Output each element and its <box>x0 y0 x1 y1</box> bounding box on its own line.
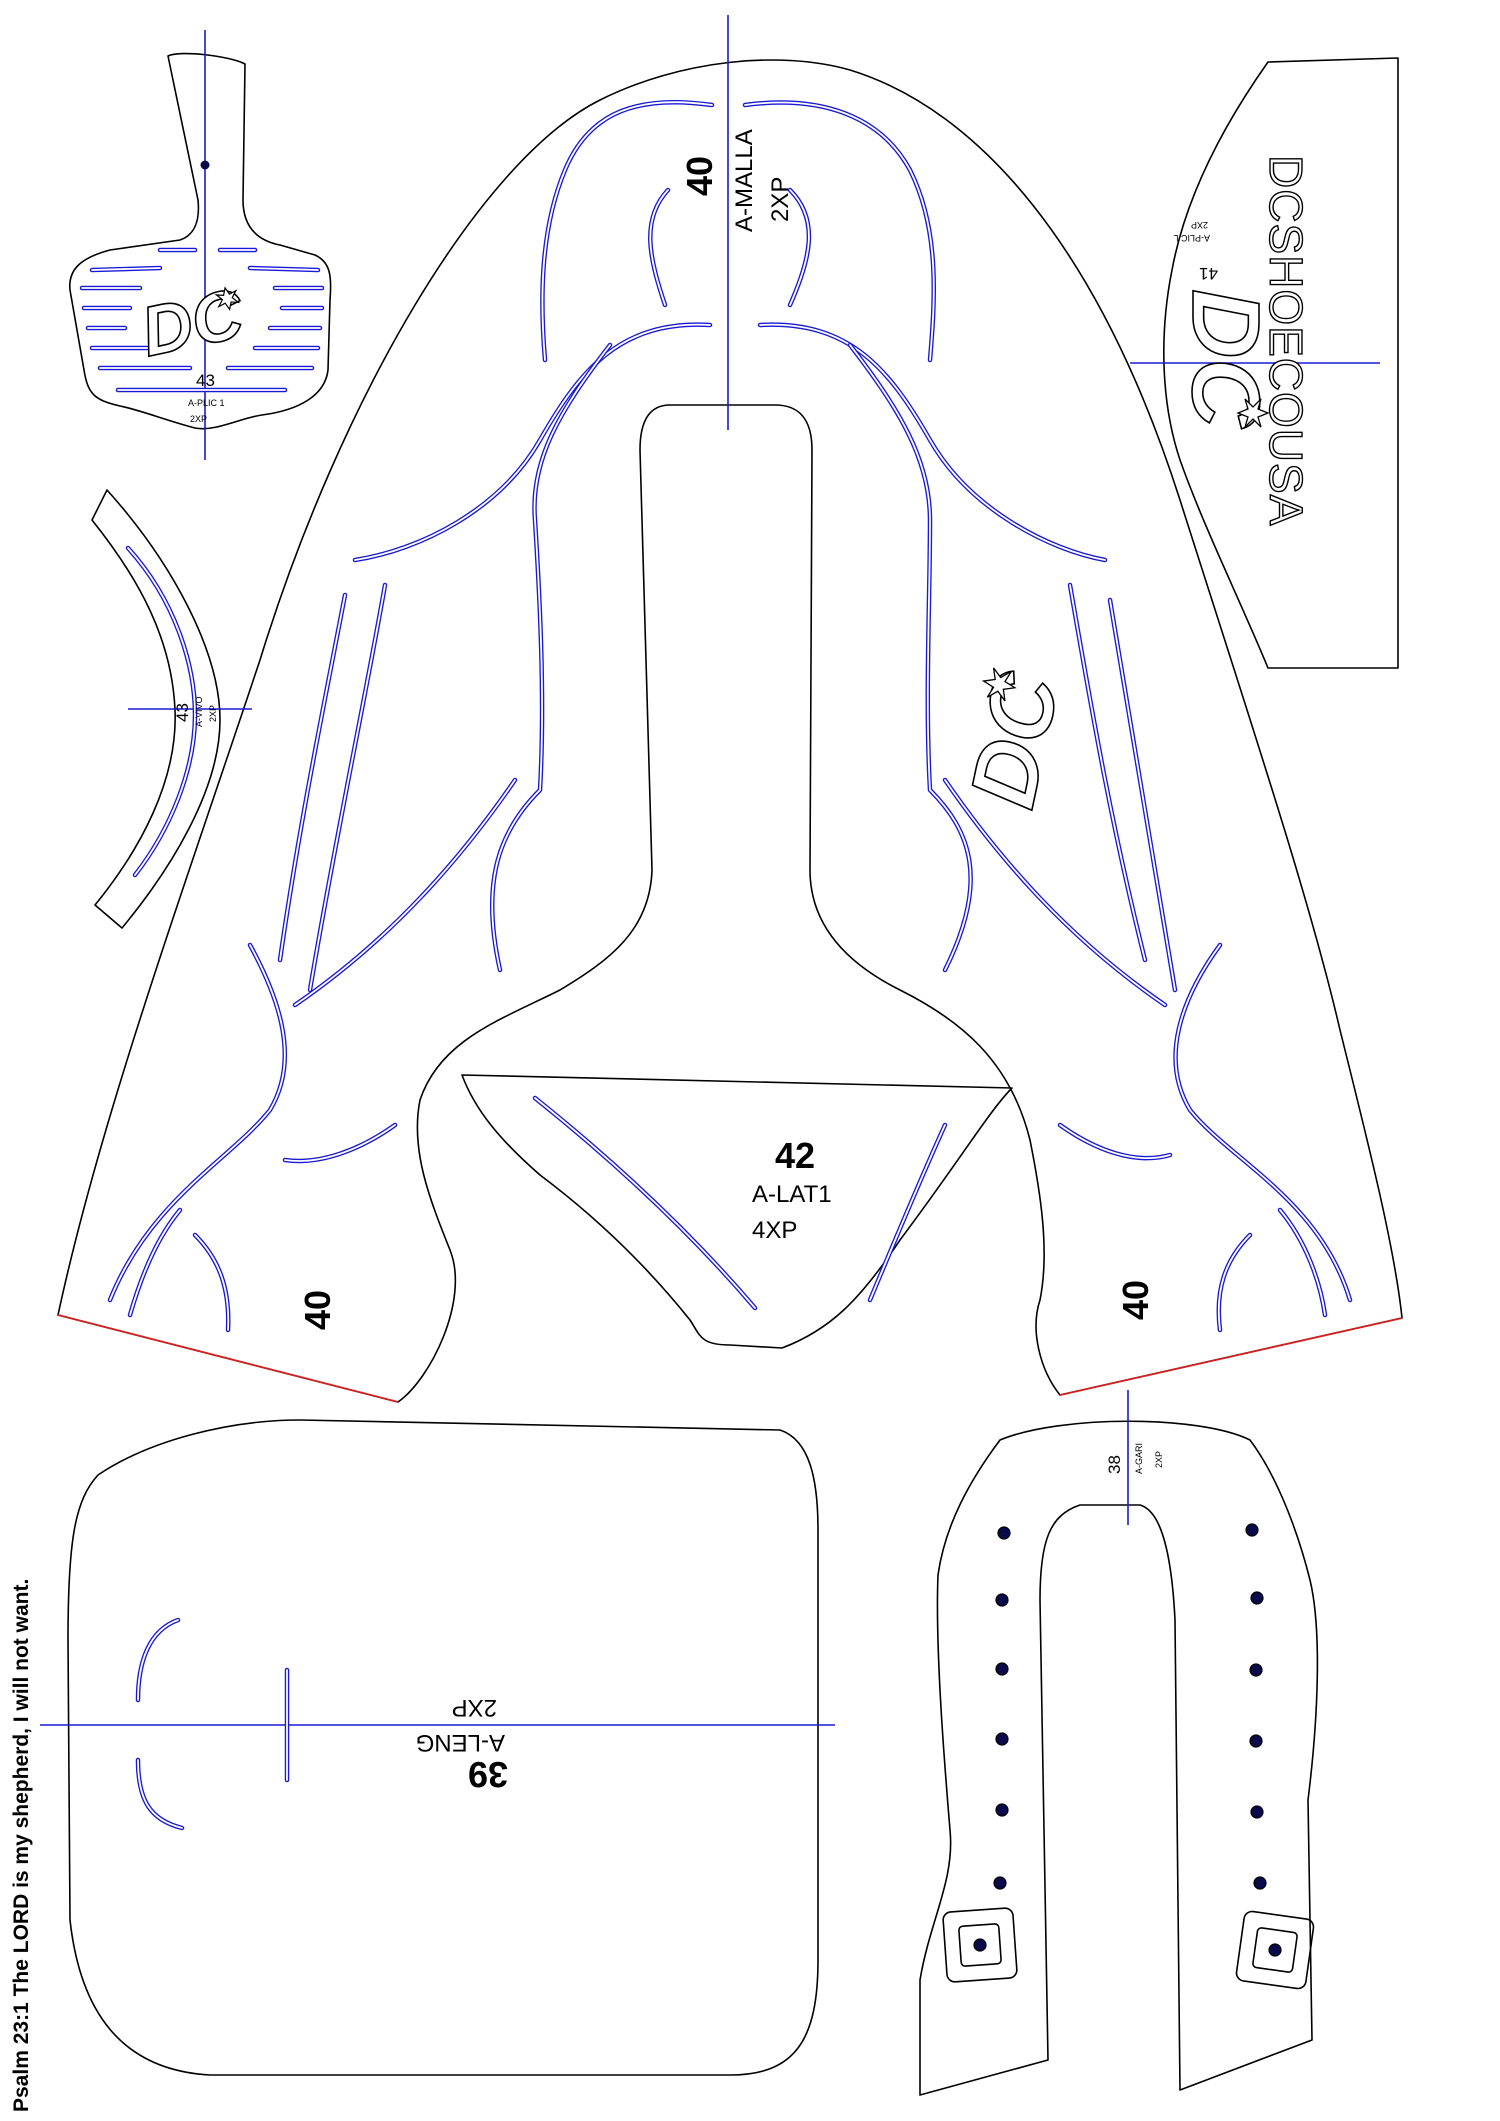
vamp-lasting-edge-right <box>1059 1317 1403 1396</box>
stitch-line <box>489 342 613 973</box>
vamp-outline <box>57 59 1403 1403</box>
star-burst-icon <box>214 286 241 311</box>
stitch-line <box>1067 582 1148 963</box>
lateral-outline <box>461 1074 1013 1349</box>
heel-panel-number-label: 41 <box>1199 264 1218 283</box>
stitch-line <box>787 187 812 308</box>
dc-logo: DC <box>950 663 1079 817</box>
eyelet-hole <box>995 1593 1009 1607</box>
heel-panel-name-label: A-PLIC L <box>1173 233 1210 243</box>
tongue-top-name-label: A-PLIC 1 <box>188 398 225 408</box>
lateral-piece: 42 A-LAT1 4XP <box>461 1074 1013 1349</box>
eyelet-hole <box>1250 1591 1264 1605</box>
stitch-line <box>942 777 1168 1008</box>
vamp-name-label: A-MALLA <box>731 129 758 232</box>
stitch-line <box>125 545 198 878</box>
stitch-line <box>352 322 713 563</box>
stitch-line <box>282 1122 398 1164</box>
eyelet-hole <box>993 1876 1007 1890</box>
lateral-name-label: A-LAT1 <box>752 1181 832 1208</box>
heel-panel-piece: DCSHOECOUSA 41 A-PLIC L 2XP DC <box>1130 57 1399 669</box>
tongue-top-number-label: 43 <box>196 371 215 390</box>
verse-caption: Psalm 23:1 The LORD is my shepherd, I wi… <box>10 1579 33 2112</box>
stitch-line <box>1216 1232 1253 1333</box>
eyelet-hole <box>1268 1943 1282 1957</box>
vamp-lasting-edge-left <box>57 1314 399 1403</box>
stitch-line <box>867 1122 948 1303</box>
eyestay-number-label: 38 <box>1105 1455 1124 1474</box>
vamp-stitch-lines <box>107 99 1353 1333</box>
heel-panel-outline <box>1163 57 1399 669</box>
eyelet-hole <box>997 1526 1011 1540</box>
stitch-line <box>107 942 288 1303</box>
stitch-line <box>847 342 973 973</box>
collar-strip-name-label: A-VIVO <box>194 696 204 727</box>
lace-loop-right <box>1235 1910 1315 1990</box>
lace-loop-left <box>942 1907 1018 1983</box>
tongue-top-outline <box>69 52 332 430</box>
dc-logo: DC <box>134 273 252 372</box>
stitch-line <box>1277 1207 1328 1318</box>
stitch-line <box>135 1757 185 1831</box>
stitch-line <box>1107 597 1178 993</box>
lateral-number-label: 42 <box>775 1135 815 1176</box>
tongue-top-qty-label: 2XP <box>190 414 207 424</box>
eyelet-hole <box>995 1662 1009 1676</box>
tongue-number-label: 39 <box>468 1754 508 1795</box>
svg-text:DC: DC <box>135 274 252 372</box>
stitch-line <box>247 265 321 273</box>
eyelet-hole <box>1250 1805 1264 1819</box>
stitch-line <box>1057 1122 1173 1161</box>
collar-strip-piece: 43 A-VIVO 2XP <box>91 489 252 929</box>
eyelet-hole <box>1249 1663 1263 1677</box>
dc-logo: DC <box>1171 288 1280 430</box>
stitch-line <box>742 100 937 363</box>
tongue-piece: 2XP A-LENG 39 <box>40 1419 835 2076</box>
tongue-top-piece: DC 43 A-PLIC 1 2XP <box>69 30 332 460</box>
stitch-line <box>648 187 671 308</box>
svg-text:DC: DC <box>951 663 1079 816</box>
collar-strip-qty-label: 2XP <box>208 705 218 722</box>
stitch-line <box>292 777 518 1008</box>
tongue-top-marker <box>200 160 210 170</box>
stitch-line <box>192 1232 231 1333</box>
eyestay-outline <box>919 1420 1319 2096</box>
heel-panel-brand-text: DCSHOECOUSA <box>1260 155 1312 526</box>
tongue-qty-label: 2XP <box>452 1694 497 1721</box>
stitch-line <box>307 582 388 993</box>
tongue-top-slots <box>79 247 325 393</box>
stitch-line <box>89 265 163 273</box>
eyestay-name-label: A-GARI <box>1134 1443 1144 1474</box>
svg-text:DC: DC <box>1172 289 1279 429</box>
star-burst-icon <box>1236 398 1270 428</box>
stitch-line <box>277 592 348 963</box>
star-burst-icon <box>981 667 1017 702</box>
stitch-line <box>532 1095 758 1311</box>
eyelet-hole <box>1253 1876 1267 1890</box>
tongue-name-label: A-LENG <box>416 1729 505 1756</box>
eyelet-hole <box>973 1938 987 1952</box>
eyelet-hole <box>995 1732 1009 1746</box>
eyestay-qty-label: 2XP <box>1154 1451 1164 1468</box>
vamp-qty-label: 2XP <box>767 177 794 222</box>
tongue-outline <box>67 1419 819 2076</box>
eyelet-hole <box>995 1803 1009 1817</box>
eyelet-hole <box>1245 1523 1259 1537</box>
heel-panel-qty-label: 2XP <box>1191 220 1208 230</box>
vamp-right-number-label: 40 <box>1115 1280 1156 1320</box>
eyelet-hole <box>1249 1734 1263 1748</box>
stitch-line <box>540 99 715 363</box>
stitch-line <box>135 1617 181 1703</box>
vamp-number-label: 40 <box>679 156 720 196</box>
vamp-left-number-label: 40 <box>297 1290 338 1330</box>
collar-strip-outline <box>91 489 221 929</box>
lateral-qty-label: 4XP <box>752 1217 797 1244</box>
stitch-line <box>127 1207 183 1318</box>
collar-strip-number-label: 43 <box>173 703 192 722</box>
vamp-piece: 40 A-MALLA 2XP 40 40 DC <box>57 15 1403 1403</box>
stitch-line <box>1173 942 1353 1303</box>
eyestay-piece: 38 A-GARI 2XP <box>919 1390 1319 2096</box>
stitch-line <box>757 322 1108 563</box>
